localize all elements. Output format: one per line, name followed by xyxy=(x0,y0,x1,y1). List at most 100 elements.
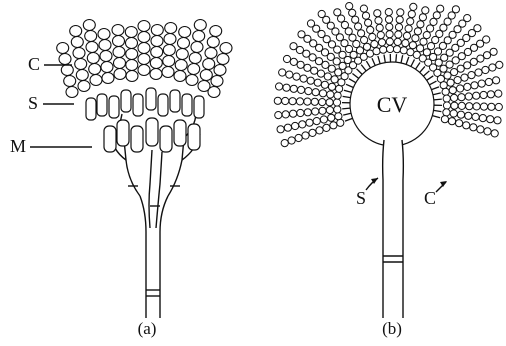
conidium xyxy=(395,24,402,31)
conidium xyxy=(311,67,318,74)
conidium xyxy=(178,38,190,49)
conidium xyxy=(151,36,163,47)
conidium xyxy=(473,103,480,110)
conidium xyxy=(78,81,90,92)
conidium xyxy=(318,10,325,17)
conidium xyxy=(73,48,85,59)
conidium xyxy=(311,98,318,105)
conidium xyxy=(367,26,374,33)
conidium xyxy=(334,92,341,99)
conidium xyxy=(483,36,490,43)
conidium xyxy=(352,16,359,23)
conidium xyxy=(100,51,112,62)
conidium xyxy=(490,48,497,55)
conidium xyxy=(86,42,98,53)
conidium xyxy=(378,39,385,46)
sterigma xyxy=(349,79,356,83)
conidium xyxy=(427,25,434,32)
conidium xyxy=(290,110,297,117)
conidium xyxy=(71,37,83,48)
conidium xyxy=(393,46,400,53)
conidium xyxy=(333,99,340,106)
stipe-a xyxy=(140,196,168,318)
conidium xyxy=(75,59,87,70)
conidium xyxy=(274,97,281,104)
conidium xyxy=(302,132,309,139)
conidium xyxy=(330,122,337,129)
conidium xyxy=(402,40,409,47)
conidium xyxy=(483,52,490,59)
conidium xyxy=(465,93,472,100)
sterigma xyxy=(433,93,441,95)
conidium xyxy=(89,64,101,75)
sterigma xyxy=(344,90,352,92)
conidium xyxy=(464,83,471,90)
conidium xyxy=(299,121,306,128)
caption-b: (b) xyxy=(382,319,402,338)
conidium xyxy=(165,23,177,34)
conidium xyxy=(279,69,286,76)
conidium xyxy=(409,42,416,49)
conidium xyxy=(412,35,419,42)
conidium xyxy=(319,107,326,114)
conidium xyxy=(397,9,404,16)
conidium xyxy=(290,43,297,50)
sterigma xyxy=(352,74,358,79)
conidium xyxy=(380,46,387,53)
conidium xyxy=(493,77,500,84)
conidium xyxy=(371,41,378,48)
label-vesicle: CV xyxy=(377,92,408,117)
conidium xyxy=(138,54,150,65)
panel-b: CV S C (b) xyxy=(274,3,503,339)
conidium xyxy=(114,58,126,69)
sterigma xyxy=(342,108,350,109)
conidium xyxy=(282,97,289,104)
conidium xyxy=(323,124,330,131)
conidium xyxy=(70,26,82,37)
conidium xyxy=(417,21,424,28)
conidium xyxy=(465,112,472,119)
conidium xyxy=(179,27,191,38)
label-sterigma-a: S xyxy=(28,93,38,113)
conidium xyxy=(276,83,283,90)
conidium xyxy=(320,116,327,123)
conidium xyxy=(288,137,295,144)
conidium xyxy=(298,86,305,93)
conidium xyxy=(441,116,448,123)
conidium xyxy=(484,128,491,135)
conidium xyxy=(113,36,125,47)
conidium xyxy=(374,10,381,17)
conidium xyxy=(90,75,102,86)
sterigma xyxy=(406,57,409,65)
conidium xyxy=(451,102,458,109)
conidium xyxy=(304,109,311,116)
conidium xyxy=(477,55,484,62)
conidium xyxy=(403,32,410,39)
conidium xyxy=(307,77,314,84)
conidium xyxy=(457,85,464,92)
conidium xyxy=(442,88,449,95)
conidium xyxy=(194,20,206,31)
conidium xyxy=(188,64,200,75)
stalk-b xyxy=(383,130,404,330)
conidium xyxy=(126,60,138,71)
conidium xyxy=(175,60,187,71)
conidium xyxy=(482,66,489,73)
conidium xyxy=(61,65,73,76)
sterigma xyxy=(345,118,353,121)
conidium xyxy=(346,3,353,10)
conidium xyxy=(452,6,459,13)
conidium xyxy=(443,102,450,109)
conidium xyxy=(487,116,494,123)
sterigma xyxy=(401,55,403,63)
conidium xyxy=(284,124,291,131)
label-conidia-b: C xyxy=(424,188,436,208)
conidium xyxy=(306,119,313,126)
conidium xyxy=(362,12,369,19)
conidium xyxy=(214,65,226,76)
conidium xyxy=(312,108,319,115)
caption-a: (a) xyxy=(138,319,157,338)
conidium xyxy=(463,122,470,129)
sterigma xyxy=(361,65,366,71)
conidium xyxy=(334,9,341,16)
